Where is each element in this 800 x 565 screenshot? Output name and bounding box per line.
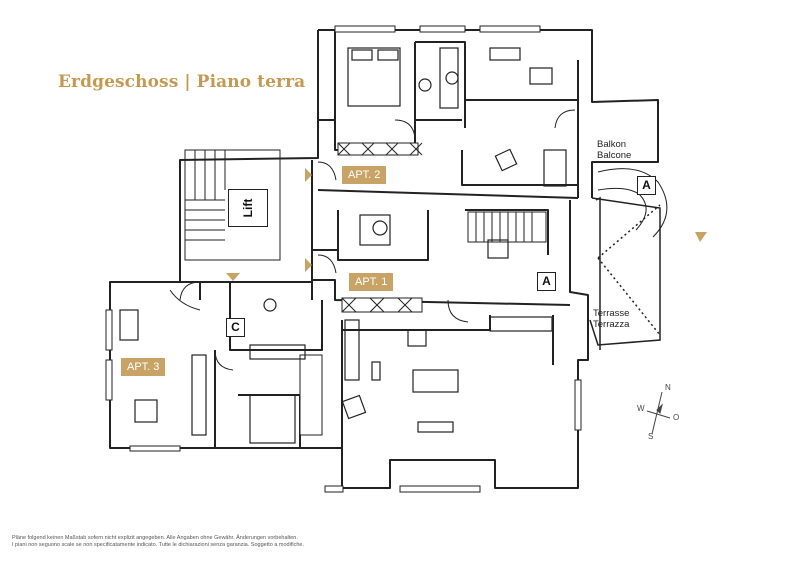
compass-south: S [648,432,654,441]
shower [359,214,391,246]
marker-a-upper: A [637,176,656,195]
disclaimer: Pläne folgend keinen Maßstab sofern nich… [12,535,304,549]
kitchen-counter [489,47,521,61]
toilet [372,220,388,236]
apartment-label-1: APT. 1 [349,273,394,291]
bath [439,47,459,109]
interior-wall [180,281,323,351]
toilet [418,78,432,92]
disclaimer-german: Pläne folgend keinen Maßstab sofern nich… [12,535,298,541]
spiral-staircase [597,168,668,238]
staircase [467,211,547,243]
compass-north: N [665,383,671,392]
bed [347,47,401,107]
bed [249,394,296,444]
outer-wall [109,30,589,489]
disclaimer-italian: I piani non seguono scale se non specifi… [12,542,304,548]
interior-wall [317,189,579,261]
interior-wall [312,249,571,306]
outer-wall [318,29,659,198]
terrace-outline [589,197,661,346]
lift-label: Lift [228,189,268,227]
armchair [341,394,367,420]
table [529,67,553,85]
staircase [184,149,281,261]
wardrobe [337,142,419,156]
apartment-label-3: APT. 3 [121,358,166,376]
compass-west: W [637,404,645,413]
sofa [344,319,360,381]
interior-wall [415,119,578,186]
tv [371,361,381,381]
armchair [494,148,518,172]
toilet [445,71,459,85]
sofa [119,309,139,341]
entrance-marker [305,258,312,272]
compass-rose [646,391,671,435]
marker-c: C [226,318,245,337]
table [487,239,509,259]
entrance-marker [226,273,240,281]
page-title: Erdgeschoss | Piano terra [58,72,306,92]
interior-wall [342,315,554,365]
wardrobe [191,354,207,436]
entrance-marker [695,232,707,242]
sofa [543,149,567,187]
dining-table [412,369,459,393]
wardrobe [299,354,323,436]
compass-east: O [673,413,680,422]
toilet [263,298,277,312]
armchair [407,329,427,347]
desk [417,421,454,433]
bath [249,344,306,360]
kitchen-counter [489,316,553,332]
entrance-marker [305,168,312,182]
marker-a-lower: A [537,272,556,291]
kitchen-counter [191,354,207,436]
apartment-label-2: APT. 2 [342,166,387,184]
dining-table [134,399,158,423]
